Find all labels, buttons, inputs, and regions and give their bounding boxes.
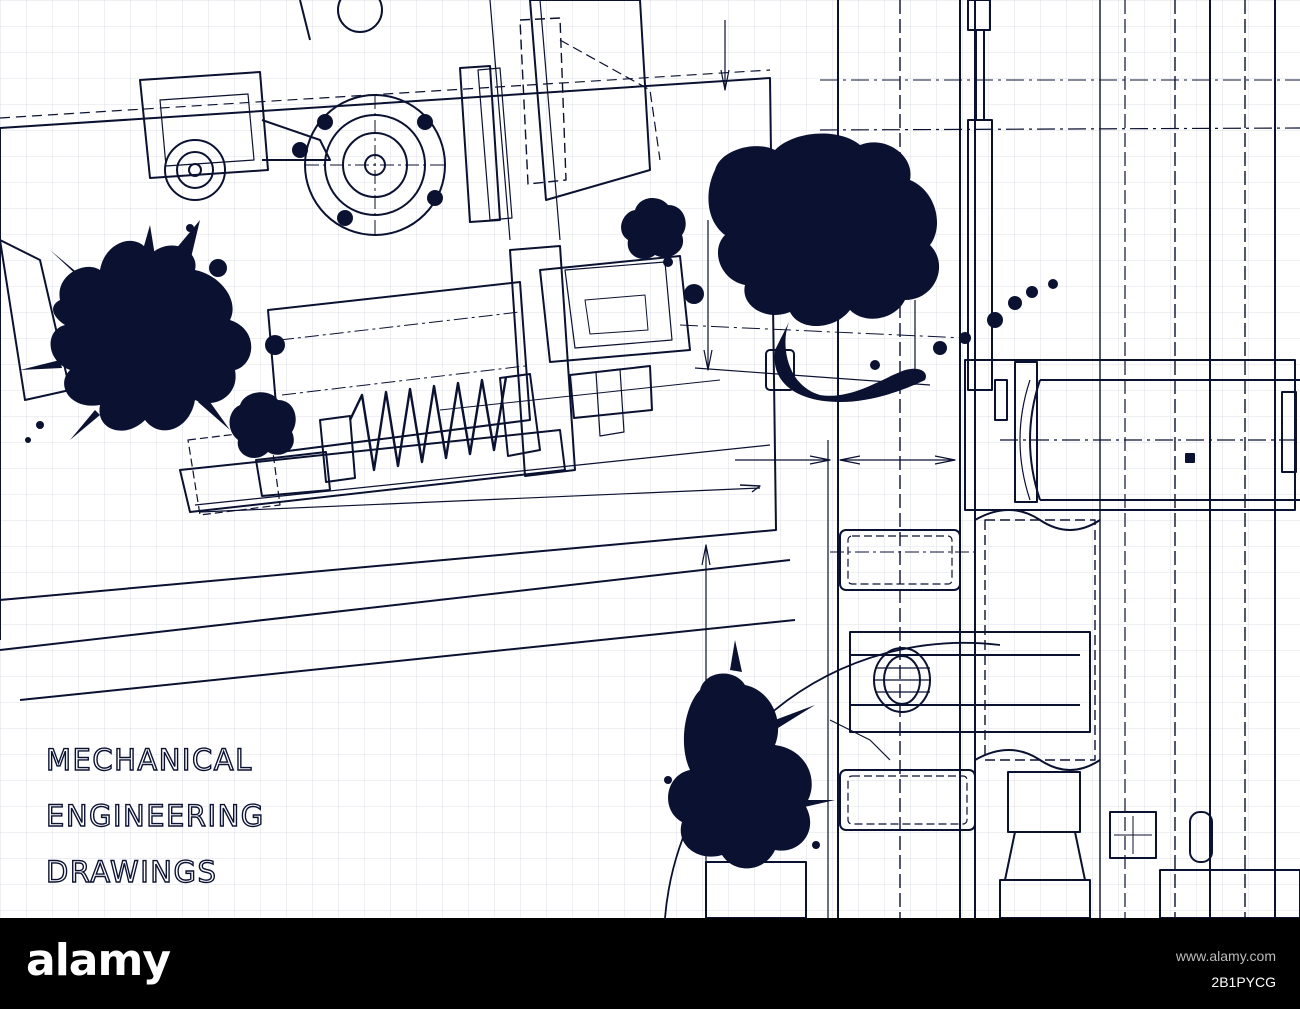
site-url: www.alamy.com — [1175, 948, 1276, 964]
title-line-1: MECHANICAL — [46, 743, 253, 777]
rotated-assembly — [0, 0, 796, 701]
ink-blot-left — [50, 240, 252, 431]
title-line-3: DRAWINGS — [46, 855, 217, 889]
vertical-assembly — [664, 0, 1300, 918]
title-line-2: ENGINEERING — [46, 799, 265, 833]
ink-blot-small-left — [229, 392, 296, 459]
alamy-logo: alamy — [26, 935, 171, 986]
ink-splatter — [20, 133, 1058, 869]
ink-blot-center — [621, 198, 686, 260]
ink-blot-large — [708, 133, 940, 327]
drawing-title: MECHANICAL ENGINEERING DRAWINGS — [45, 742, 265, 889]
ink-blot-bottom — [668, 673, 812, 869]
image-id: 2B1PYCG — [1211, 974, 1276, 990]
grid-paper — [0, 0, 1300, 918]
engineering-drawing: MECHANICAL ENGINEERING DRAWINGS — [0, 0, 1300, 918]
watermark-banner: alamy 2B1PYCG www.alamy.com — [0, 918, 1300, 1009]
